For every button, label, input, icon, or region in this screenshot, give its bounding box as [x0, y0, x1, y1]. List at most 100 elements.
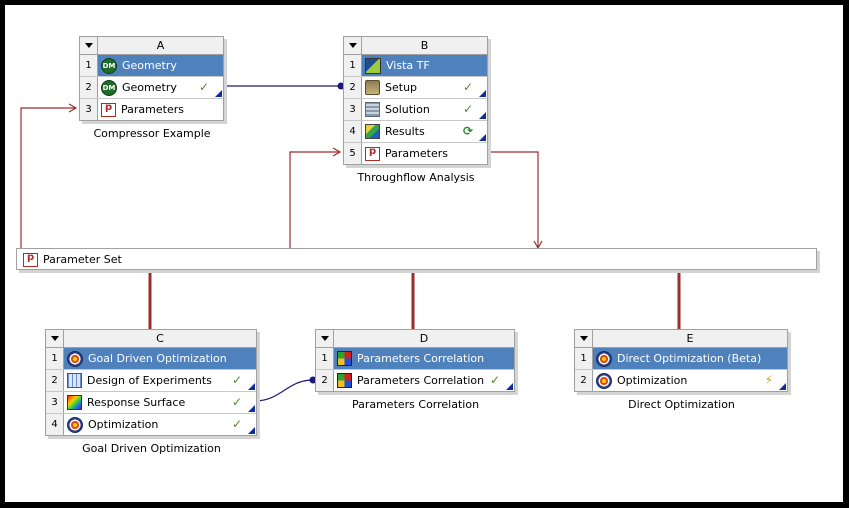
corner-triangle-icon	[506, 383, 513, 390]
cell-parameters[interactable]: Parameters	[362, 143, 487, 164]
cell-label: Optimization	[617, 374, 688, 387]
system-a-letter: A	[156, 39, 165, 52]
cell-label: Optimization	[88, 418, 159, 431]
system-e-caption[interactable]: Direct Optimization	[628, 398, 735, 411]
system-c-row-2[interactable]: 2 Design of Experiments ✓	[46, 370, 256, 392]
system-d-letter: D	[419, 332, 429, 345]
response-surface-link-end	[309, 376, 317, 384]
system-c-menu-button[interactable]	[46, 330, 64, 347]
system-d-row-1[interactable]: 1 Parameters Correlation	[316, 348, 514, 370]
system-b[interactable]: B 1 Vista TF 2 Setup ✓ 3 Solution ✓	[343, 36, 488, 165]
system-e-row-2[interactable]: 2 Optimization ⚡	[575, 370, 787, 391]
cell-label: Design of Experiments	[87, 374, 212, 387]
system-a-row-2[interactable]: 2 DM Geometry ✓	[80, 77, 223, 99]
system-d-row-2[interactable]: 2 Parameters Correlation ✓	[316, 370, 514, 391]
setup-icon	[365, 80, 380, 95]
parameters-icon	[101, 102, 116, 117]
cell-design-of-experiments[interactable]: Design of Experiments ✓	[64, 370, 256, 391]
check-icon: ✓	[231, 395, 242, 409]
cell-solution[interactable]: Solution ✓	[362, 99, 487, 120]
system-c-caption[interactable]: Goal Driven Optimization	[82, 442, 221, 455]
system-c-row-1[interactable]: 1 Goal Driven Optimization	[46, 348, 256, 370]
project-schematic: A 1 DM Geometry 2 DM Geometry ✓ 3 Parame…	[5, 5, 843, 502]
cell-optimization[interactable]: Optimization ✓	[64, 414, 256, 435]
cell-geometry[interactable]: DM Geometry ✓	[98, 77, 223, 98]
cell-label: Results	[385, 125, 425, 138]
row-number: 2	[46, 370, 64, 391]
corner-triangle-icon	[479, 134, 486, 141]
cell-goal-driven-optimization[interactable]: Goal Driven Optimization	[64, 348, 256, 369]
system-b-row-3[interactable]: 3 Solution ✓	[344, 99, 487, 121]
system-a-menu-button[interactable]	[80, 37, 98, 54]
system-a-row-3[interactable]: 3 Parameters	[80, 99, 223, 120]
check-icon: ✓	[198, 80, 209, 94]
row-number: 1	[46, 348, 64, 369]
corner-triangle-icon	[248, 427, 255, 434]
corner-triangle-icon	[215, 90, 222, 97]
system-c[interactable]: C 1 Goal Driven Optimization 2 Design of…	[45, 329, 257, 436]
dm-icon: DM	[101, 79, 117, 96]
dm-icon: DM	[101, 57, 117, 74]
system-b-menu-button[interactable]	[344, 37, 362, 54]
system-d-header: D	[316, 330, 514, 348]
system-d[interactable]: D 1 Parameters Correlation 2 Parameters …	[315, 329, 515, 392]
corner-triangle-icon	[479, 112, 486, 119]
system-b-row-2[interactable]: 2 Setup ✓	[344, 77, 487, 99]
system-a-row-1[interactable]: 1 DM Geometry	[80, 55, 223, 77]
system-a[interactable]: A 1 DM Geometry 2 DM Geometry ✓ 3 Parame…	[79, 36, 224, 121]
cell-geometry-title[interactable]: DM Geometry	[98, 55, 223, 76]
row-number: 3	[80, 99, 98, 120]
cell-label: Parameters Correlation	[357, 374, 485, 387]
cell-label: Geometry	[122, 81, 177, 94]
param-link-set-to-b	[289, 151, 339, 248]
system-e-row-1[interactable]: 1 Direct Optimization (Beta)	[575, 348, 787, 370]
row-number: 3	[344, 99, 362, 120]
optimization-icon	[596, 350, 612, 367]
design-of-experiments-icon	[67, 373, 82, 388]
system-b-caption[interactable]: Throughflow Analysis	[357, 171, 475, 184]
system-d-menu-button[interactable]	[316, 330, 334, 347]
cell-label: Geometry	[122, 59, 177, 72]
row-number: 1	[80, 55, 98, 76]
cell-parameters[interactable]: Parameters	[98, 99, 223, 120]
cell-parameters-correlation[interactable]: Parameters Correlation ✓	[334, 370, 514, 391]
system-e-menu-button[interactable]	[575, 330, 593, 347]
solution-icon	[365, 102, 380, 117]
cell-vista-tf[interactable]: Vista TF	[362, 55, 487, 76]
cell-parameters-correlation-title[interactable]: Parameters Correlation	[334, 348, 514, 369]
check-icon: ✓	[462, 80, 473, 94]
row-number: 2	[575, 370, 593, 391]
param-link-a-to-set	[20, 107, 75, 248]
corner-triangle-icon	[779, 383, 786, 390]
cell-label: Vista TF	[386, 59, 430, 72]
system-b-row-1[interactable]: 1 Vista TF	[344, 55, 487, 77]
system-c-row-3[interactable]: 3 Response Surface ✓	[46, 392, 256, 414]
system-b-header: B	[344, 37, 487, 55]
system-a-header: A	[80, 37, 223, 55]
system-e[interactable]: E 1 Direct Optimization (Beta) 2 Optimiz…	[574, 329, 788, 392]
row-number: 1	[316, 348, 334, 369]
row-number: 2	[80, 77, 98, 98]
vista-tf-icon	[365, 57, 381, 74]
system-b-row-5[interactable]: 5 Parameters	[344, 143, 487, 164]
system-b-row-4[interactable]: 4 Results ⟳	[344, 121, 487, 143]
cell-optimization[interactable]: Optimization ⚡	[593, 370, 787, 391]
connection-lines	[20, 82, 681, 402]
corner-triangle-icon	[479, 90, 486, 97]
parameter-set-bar[interactable]: Parameter Set	[16, 248, 817, 270]
system-c-row-4[interactable]: 4 Optimization ✓	[46, 414, 256, 435]
system-a-caption[interactable]: Compressor Example	[93, 127, 211, 140]
cell-setup[interactable]: Setup ✓	[362, 77, 487, 98]
row-number: 2	[344, 77, 362, 98]
cell-response-surface[interactable]: Response Surface ✓	[64, 392, 256, 413]
system-b-letter: B	[420, 39, 429, 52]
cell-direct-optimization-title[interactable]: Direct Optimization (Beta)	[593, 348, 787, 369]
system-d-caption[interactable]: Parameters Correlation	[351, 398, 480, 411]
response-surface-icon	[67, 395, 82, 410]
cell-results[interactable]: Results ⟳	[362, 121, 487, 142]
row-number: 5	[344, 143, 362, 164]
row-number: 4	[46, 414, 64, 435]
check-icon: ✓	[489, 373, 500, 387]
check-icon: ✓	[462, 102, 473, 116]
param-link-b-to-set	[486, 151, 539, 247]
